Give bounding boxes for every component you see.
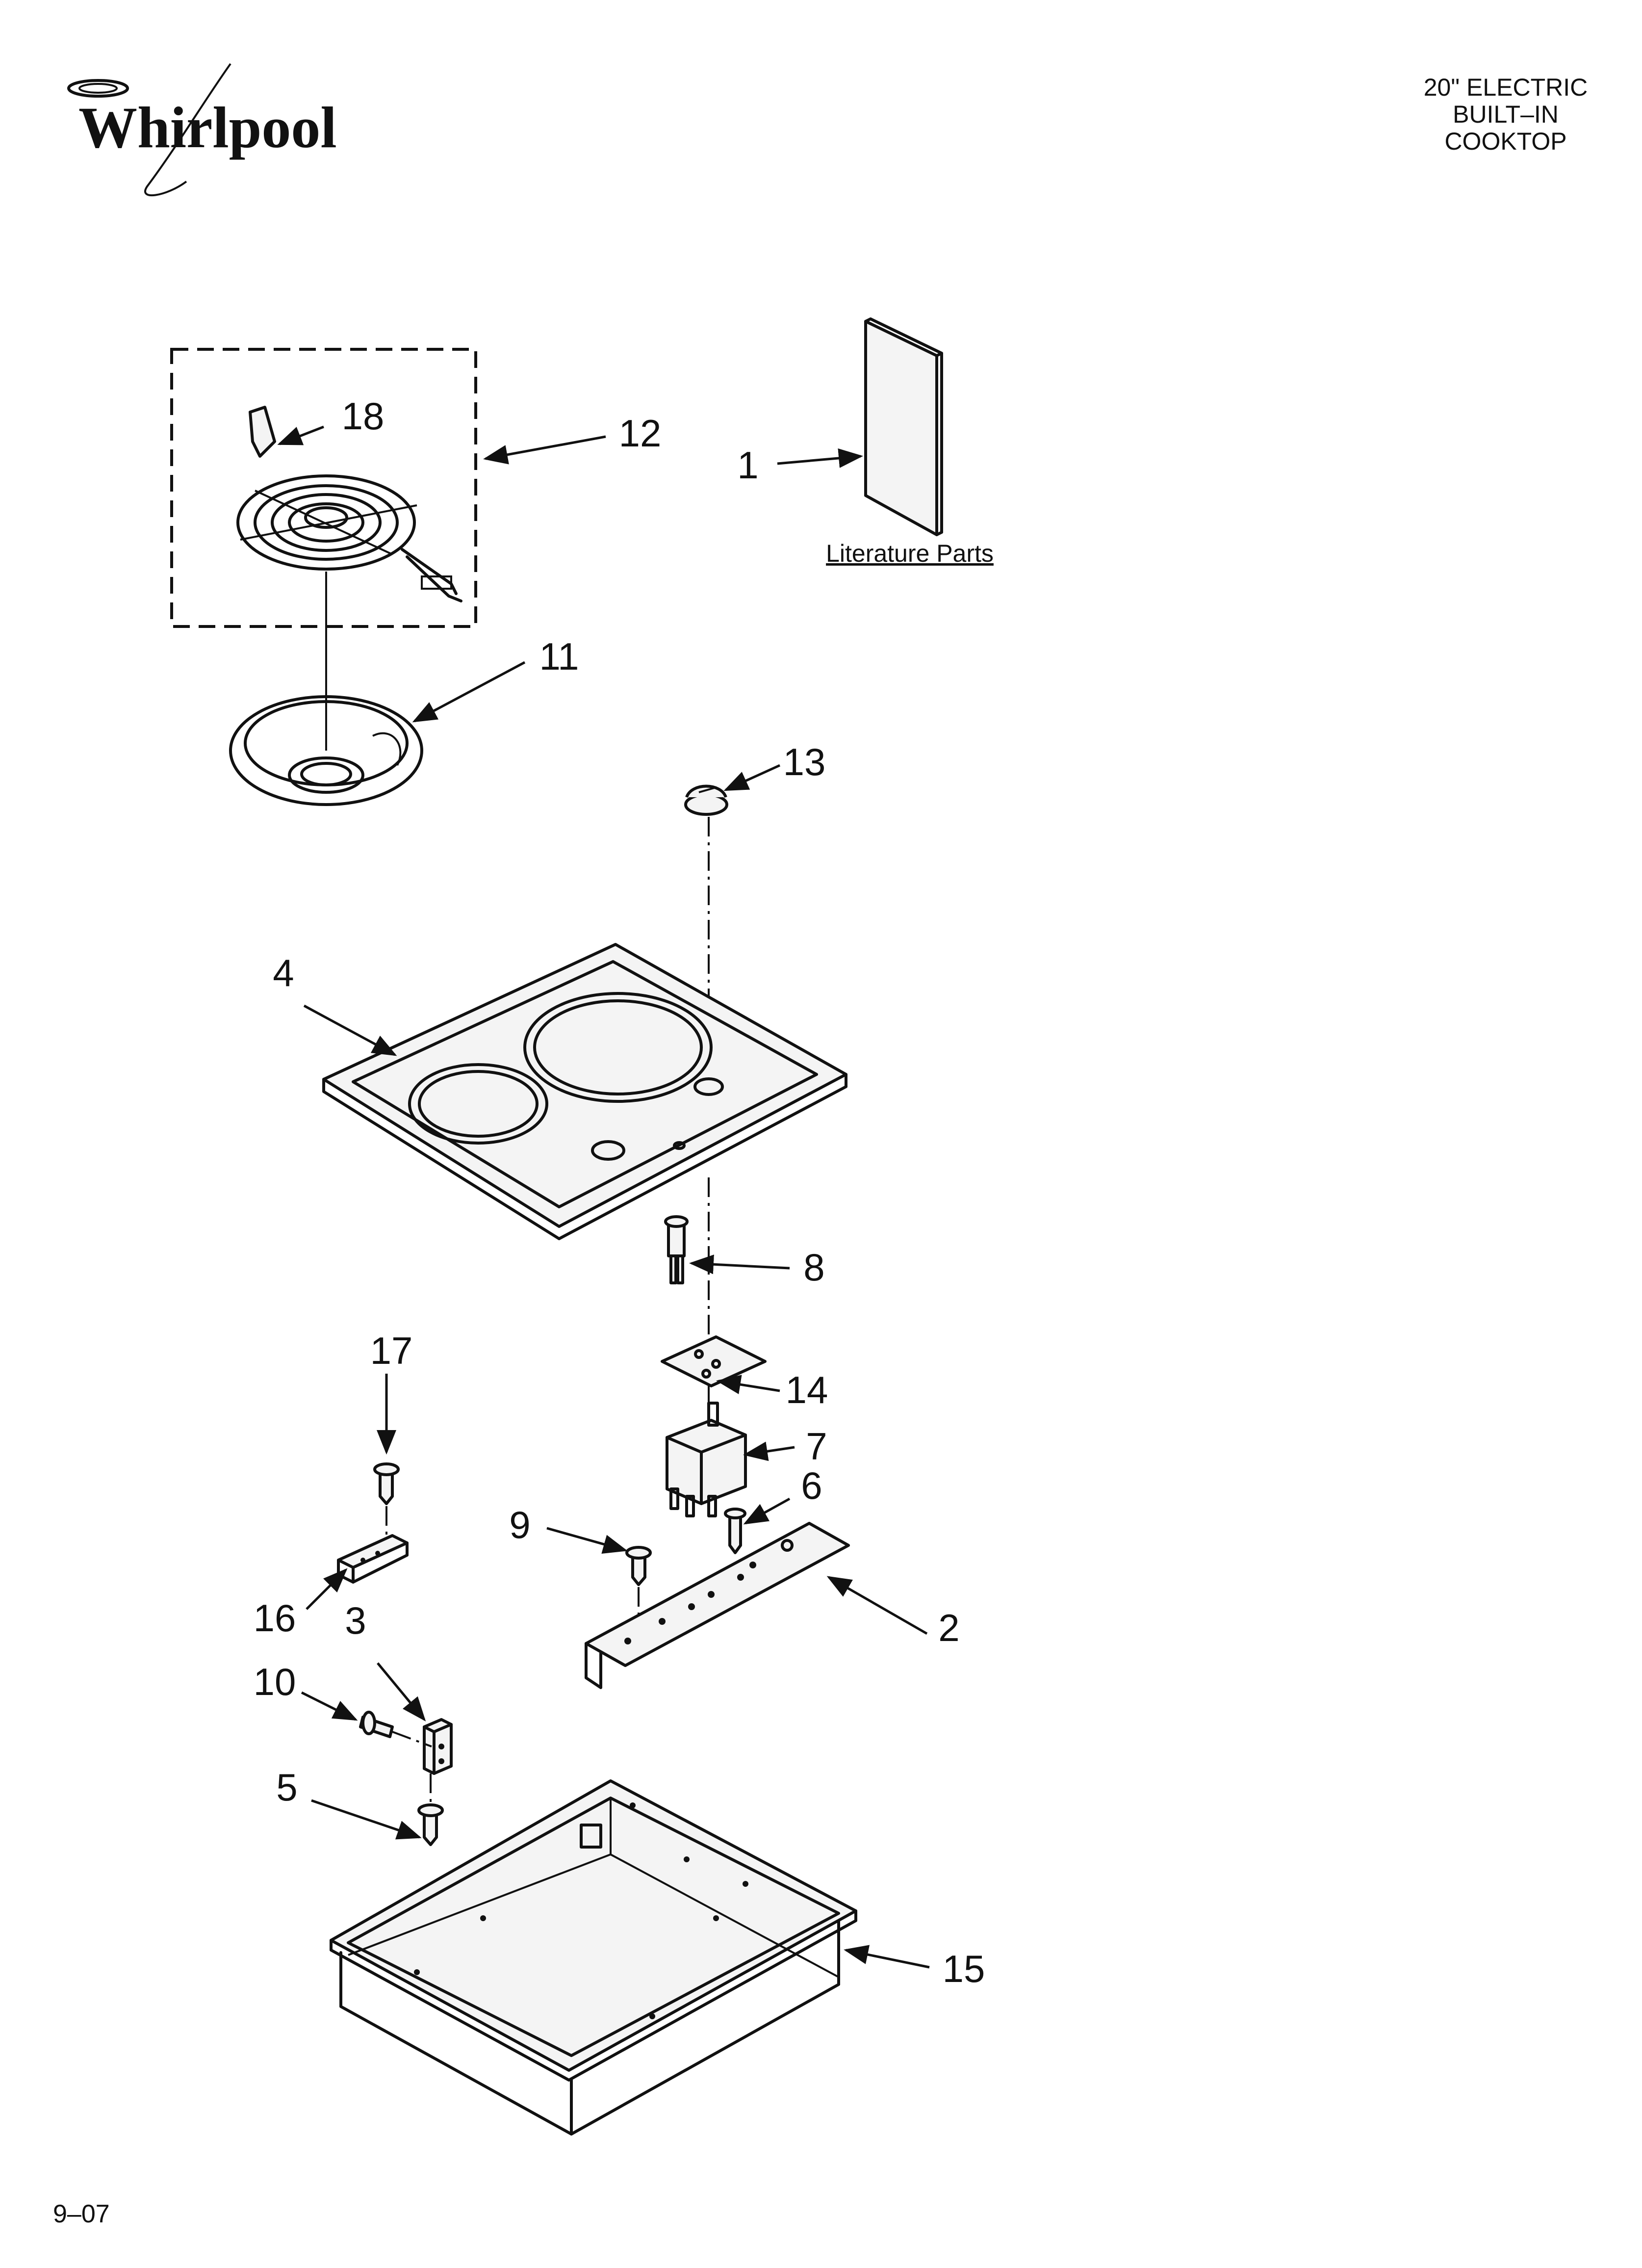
arrow-4 xyxy=(303,1004,397,1056)
part-2-bracket xyxy=(585,1522,850,1689)
callout-4: 4 xyxy=(273,951,294,994)
part-7-switch xyxy=(666,1402,747,1517)
part-15-base-pan xyxy=(330,1779,857,2136)
arrow-6 xyxy=(743,1497,791,1525)
part-11-drip-bowl xyxy=(229,695,423,806)
arrow-2 xyxy=(826,1576,928,1635)
header-line-3: COOKTOP xyxy=(1444,128,1566,155)
arrow-11 xyxy=(412,661,526,723)
callout-7: 7 xyxy=(806,1425,827,1468)
callout-3: 3 xyxy=(345,1599,366,1642)
callout-15: 15 xyxy=(943,1947,985,1990)
arrow-1 xyxy=(777,448,863,468)
footer-code: 9–07 xyxy=(53,2200,110,2228)
part-4-cooktop xyxy=(322,943,847,1240)
arrow-9 xyxy=(546,1527,628,1554)
header-line-1: 20" ELECTRIC xyxy=(1424,74,1588,101)
header-line-2: BUILT–IN xyxy=(1453,101,1559,128)
arrow-16 xyxy=(306,1568,348,1610)
callout-12: 12 xyxy=(619,412,662,455)
callout-13: 13 xyxy=(783,740,826,783)
part-16-clip-bracket xyxy=(337,1534,409,1584)
arrow-8 xyxy=(689,1254,790,1275)
callout-arrows xyxy=(277,425,930,1969)
callout-1: 1 xyxy=(737,443,758,487)
callout-6: 6 xyxy=(801,1464,822,1507)
header-block: 20" ELECTRIC BUILT–IN COOKTOP xyxy=(1424,74,1588,155)
arrow-12 xyxy=(483,435,606,465)
arrow-14 xyxy=(716,1375,780,1394)
callout-14: 14 xyxy=(786,1368,828,1411)
arrow-10 xyxy=(301,1691,358,1721)
callout-11: 11 xyxy=(539,635,579,678)
part-12-dashed-box xyxy=(170,348,477,628)
logo-wordmark: Whirlpool xyxy=(78,95,337,160)
part-8-indicator-light xyxy=(664,1215,689,1284)
arrow-15 xyxy=(844,1945,930,1969)
callout-18: 18 xyxy=(342,394,385,438)
arrow-5 xyxy=(311,1799,422,1840)
arrow-13 xyxy=(723,764,781,791)
callout-labels: 1 2 3 4 5 6 7 8 9 10 11 12 13 14 15 16 1… xyxy=(254,394,985,1990)
arrow-18 xyxy=(277,425,324,445)
arrow-7 xyxy=(743,1441,795,1461)
part-1-literature: Literature Parts xyxy=(826,317,994,567)
callout-10: 10 xyxy=(254,1660,296,1703)
part-3-hinge-bracket xyxy=(423,1718,453,1775)
logo-swirl-icon xyxy=(67,79,129,98)
part-13-knob xyxy=(684,784,728,816)
arrow-3 xyxy=(377,1662,426,1721)
part-18-clip xyxy=(249,406,276,458)
part-12-element-assembly xyxy=(170,348,477,628)
whirlpool-logo: Whirlpool xyxy=(67,63,337,197)
callout-8: 8 xyxy=(803,1246,824,1289)
callout-9: 9 xyxy=(509,1503,530,1546)
callout-17: 17 xyxy=(370,1329,413,1372)
coil-element xyxy=(236,474,462,602)
callout-5: 5 xyxy=(276,1766,297,1809)
literature-parts-label: Literature Parts xyxy=(826,540,994,567)
callout-2: 2 xyxy=(938,1606,959,1649)
callout-16: 16 xyxy=(254,1596,296,1640)
